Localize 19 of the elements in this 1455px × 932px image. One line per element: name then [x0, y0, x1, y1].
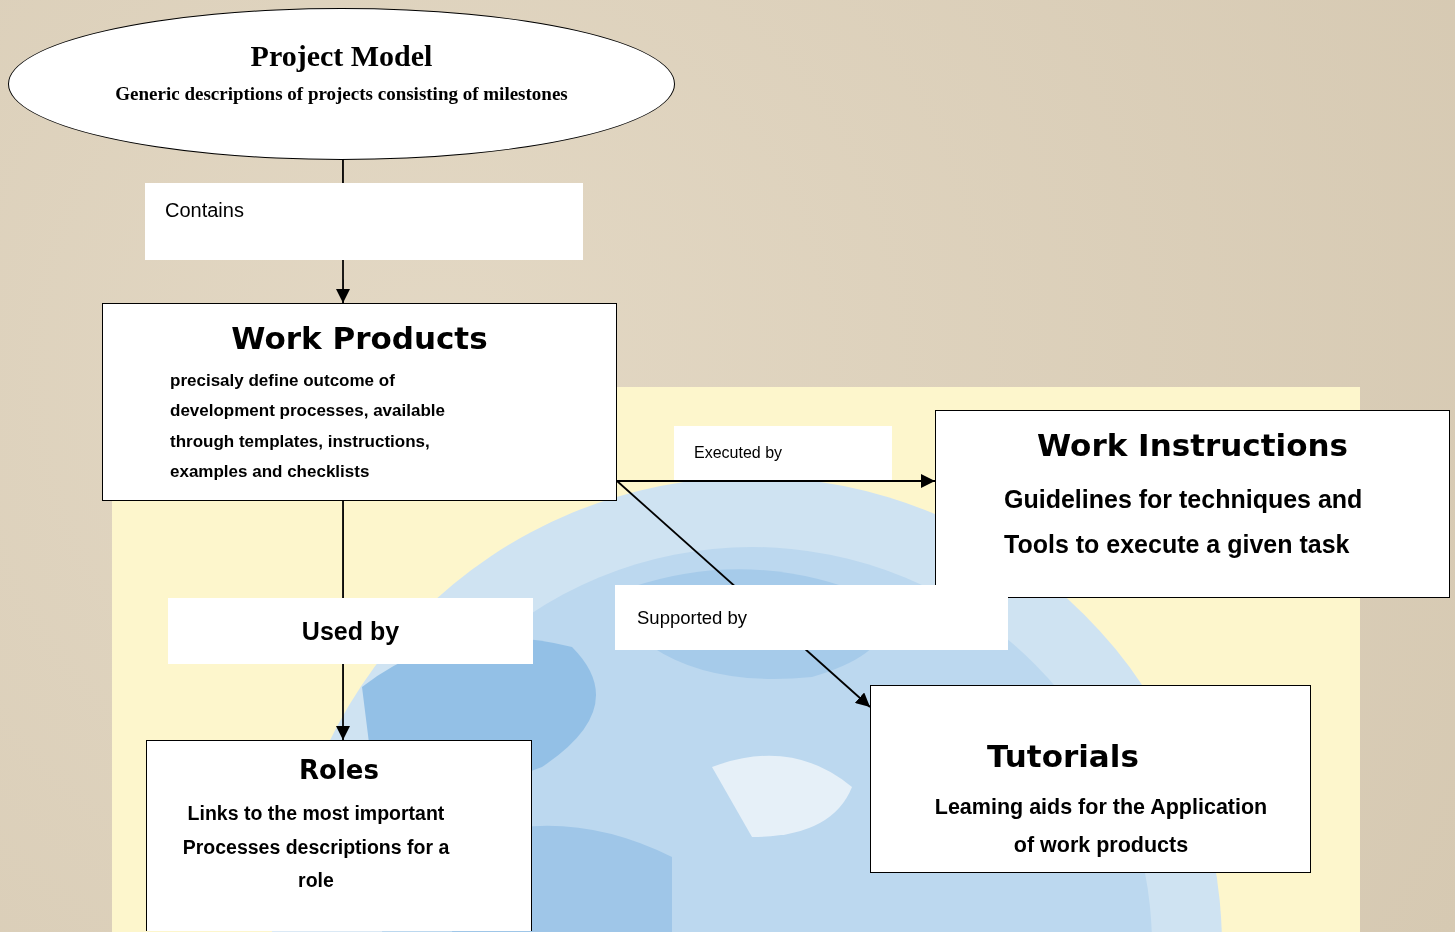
process-box [870, 685, 1311, 873]
box-description: Generic descriptions of projects consisting of milestones [114, 83, 569, 106]
box-description: Leaming aids for the Application of work products [933, 794, 1269, 860]
edge-label: Contains [165, 199, 244, 222]
box-description: precisaly define outcome of development processes, available through templates, instructions, examples and checklists [170, 370, 446, 483]
process-box [146, 740, 532, 931]
box-title: Tutorials [987, 738, 1139, 774]
box-title: Work Instructions [1036, 427, 1349, 463]
box-title: Roles [298, 755, 380, 785]
edge-label: Used by [301, 616, 400, 646]
box-description: Links to the most important Processes descriptions for a role [181, 801, 451, 894]
box-title: Work Products [230, 320, 489, 356]
process-box [935, 410, 1450, 598]
arrow [616, 474, 936, 488]
box-description: Guidelines for techniques and Tools to execute a given task [1004, 484, 1364, 560]
edge-label: Executed by [694, 444, 783, 462]
box-title: Project Model [249, 39, 434, 73]
edge-label: Supported by [637, 606, 748, 629]
process-box [102, 303, 617, 501]
